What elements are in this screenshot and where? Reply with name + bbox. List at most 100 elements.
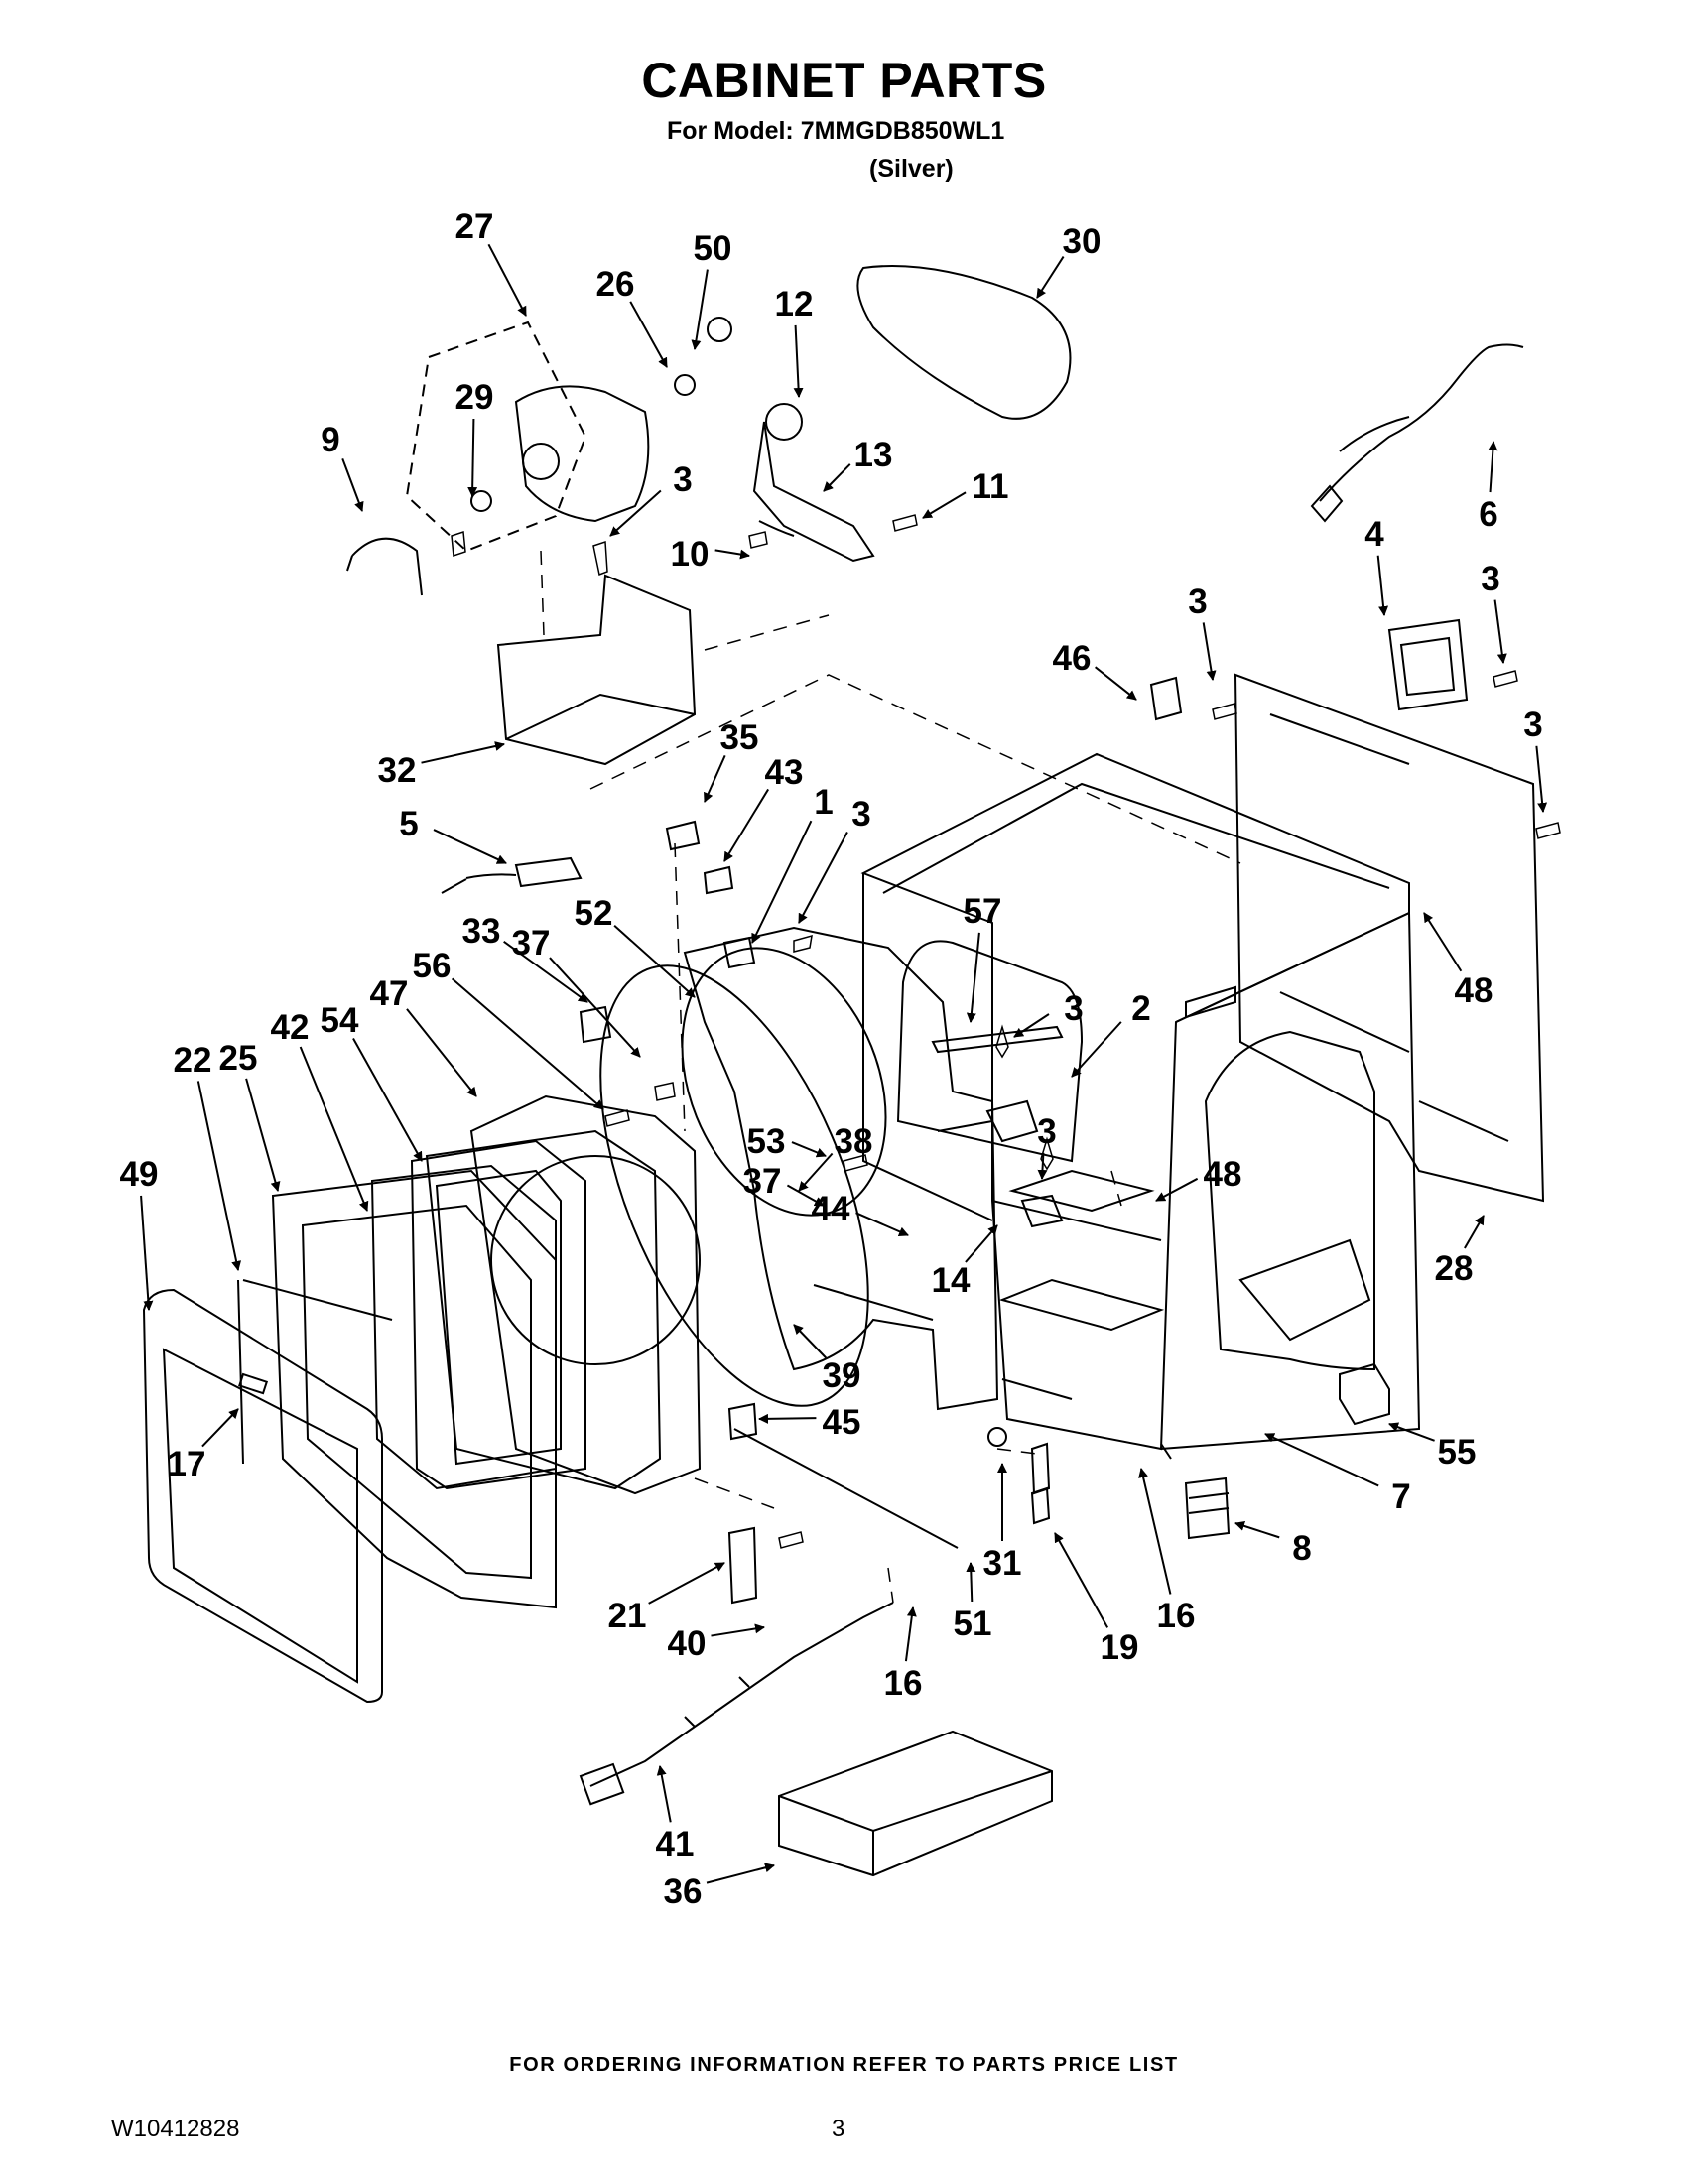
callout-leader-6 [1488,441,1498,493]
callout-28: 28 [1435,1249,1474,1288]
motor-strap [346,537,423,596]
callout-leader-11 [922,491,967,519]
callout-13: 13 [854,436,893,474]
wire-harness [589,1602,894,1787]
callout-54: 54 [321,1001,359,1040]
callout-21: 21 [608,1597,647,1635]
callout-leader-35 [704,754,726,803]
front-frame [683,926,999,1411]
callout-42: 42 [271,1008,310,1047]
callout-12: 12 [775,285,814,323]
callout-48: 48 [1204,1155,1242,1194]
callout-leader-16 [1138,1468,1172,1595]
callout-leader-21 [648,1562,725,1605]
callout-10: 10 [671,535,710,574]
rod-16 [733,1428,1172,1549]
callout-3: 3 [1064,989,1083,1028]
callout-14: 14 [932,1261,971,1300]
door-front-panel [142,1288,383,1704]
door-inner-frame [425,1129,662,1490]
callout-leader-52 [613,925,696,998]
idler-arm [752,421,875,563]
callout-leader-13 [823,463,851,492]
callout-leader-49 [140,1195,154,1311]
drive-belt [856,265,1072,420]
callout-leader-29 [467,418,478,497]
callout-leader-42 [299,1046,369,1212]
callout-leader-30 [1036,256,1065,299]
callout-leader-3 [1013,1013,1050,1038]
callout-44: 44 [812,1190,850,1228]
callout-leader-4 [1376,555,1389,616]
callout-leader-3 [1493,599,1507,664]
callout-leader-28 [1464,1215,1485,1249]
callout-leader-9 [341,458,364,512]
callout-leader-44 [855,1212,909,1236]
power-cord [1319,343,1524,502]
back-panel [1234,673,1545,1203]
callout-leader-3 [798,832,848,924]
callout-5: 5 [399,805,418,843]
callout-51: 51 [954,1605,992,1643]
callout-19: 19 [1101,1628,1139,1667]
callout-49: 49 [120,1155,159,1194]
ordering-note: FOR ORDERING INFORMATION REFER TO PARTS … [509,2054,1179,2076]
callout-50: 50 [694,229,732,268]
motor [514,385,650,523]
callout-leader-48 [1155,1177,1199,1202]
callout-8: 8 [1292,1529,1311,1568]
callout-leader-3 [609,489,662,537]
callout-3: 3 [1523,706,1542,744]
foot-8 [1184,1477,1231,1540]
bracket-19 [1030,1442,1051,1525]
door-gasket [237,1279,393,1465]
motor-group-outline [405,321,587,553]
switch-5 [441,856,583,894]
callout-leader-33 [503,940,588,1003]
callout-leader-32 [421,741,505,764]
callout-leader-27 [487,243,527,317]
door-inner-panel [410,1139,586,1490]
callout-leader-47 [406,1008,477,1097]
callout-37: 37 [743,1162,782,1201]
callout-leader-53 [791,1141,827,1158]
callout-leader-39 [793,1324,827,1359]
callout-6: 6 [1479,495,1497,534]
nut-31 [987,1427,1007,1447]
callout-29: 29 [455,378,494,417]
callout-22: 22 [174,1041,212,1080]
callout-leader-8 [1234,1521,1280,1539]
model-variant: (Silver) [869,155,954,183]
callout-leader-22 [196,1081,242,1271]
hinge-45 [727,1402,758,1441]
bracket-14 [1020,1194,1064,1228]
callout-27: 27 [455,207,494,246]
callout-leader-3 [1535,745,1548,813]
callout-35: 35 [720,718,759,757]
callout-56: 56 [413,947,452,985]
hinge-21 [727,1526,758,1605]
callout-leader-2 [1071,1021,1122,1078]
callout-leader-36 [706,1863,775,1884]
callout-16: 16 [1157,1597,1196,1635]
clip-1 [722,936,756,969]
callout-3: 3 [851,795,870,834]
callout-leader-5 [433,829,507,864]
callout-leader-26 [629,301,668,368]
callout-26: 26 [596,265,635,304]
callout-47: 47 [370,974,409,1013]
callout-17: 17 [168,1445,206,1483]
page-number: 3 [832,2116,845,2142]
callout-41: 41 [656,1825,695,1863]
callout-leader-55 [1388,1422,1435,1442]
callout-2: 2 [1131,989,1150,1028]
callout-leader-38 [798,1152,834,1192]
callout-leader-25 [245,1078,281,1192]
page-title: CABINET PARTS [641,53,1047,108]
bracket-2 [985,1099,1039,1143]
callout-leader-41 [656,1765,672,1823]
callout-leader-57 [966,932,980,1023]
callout-48: 48 [1455,971,1493,1010]
callout-11: 11 [973,467,1009,506]
